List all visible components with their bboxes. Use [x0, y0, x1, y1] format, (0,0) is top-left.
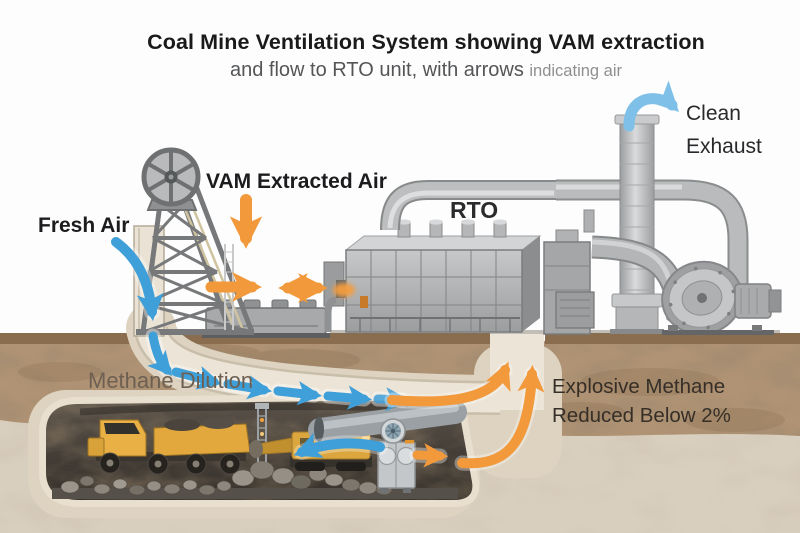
- mine-cavern: [39, 392, 480, 507]
- title-line2: and flow to RTO unit, with arrows indica…: [56, 59, 796, 82]
- clean-exhaust-label-line1: Clean: [686, 102, 741, 125]
- vam-extracted-air-label: VAM Extracted Air: [206, 170, 387, 193]
- sheave-wheel: [141, 147, 201, 207]
- headframe: [133, 147, 330, 338]
- stack-cap: [614, 114, 660, 125]
- fresh-air-arrow: [108, 234, 164, 321]
- rto-top-pipe: [380, 180, 556, 231]
- title-line2-main: and flow to RTO unit, with arrows: [229, 59, 524, 81]
- explosive-methane-label: Explosive Methane Reduced Below 2%: [552, 373, 731, 430]
- vam-extraction-arrows: [384, 361, 545, 471]
- id-fan-blower: [661, 260, 782, 336]
- rto-box-top: [344, 235, 542, 251]
- clean-exhaust-label-line2: Exhaust: [686, 134, 762, 158]
- title-line2-suffix: indicating air: [529, 62, 623, 80]
- explosive-methane-label-line2: Reduced Below 2%: [552, 403, 731, 427]
- cavern-floor: [52, 488, 458, 499]
- surface-strip-right: [545, 333, 800, 344]
- surface-strip-left: [0, 333, 490, 344]
- stack-flange: [611, 293, 663, 308]
- rto-unit: [323, 179, 780, 335]
- rto-box-side: [522, 236, 540, 332]
- extraction-fan: [377, 418, 416, 493]
- pipe-to-stack: [556, 179, 749, 288]
- rto-label: RTO: [450, 197, 499, 223]
- fresh-air-label: Fresh Air: [38, 214, 130, 237]
- title-line1: Coal Mine Ventilation System showing VAM…: [147, 30, 705, 54]
- diagram-title: Coal Mine Ventilation System showing VAM…: [56, 30, 796, 82]
- exhaust-stack: [610, 114, 664, 334]
- haul-truck: [87, 417, 251, 475]
- methane-dilution-label: Methane Dilution: [88, 368, 254, 393]
- cavern-ceiling: [79, 403, 433, 416]
- explosive-methane-label-line1: Explosive Methane: [552, 375, 726, 398]
- clean-exhaust-label: Clean Exhaust: [686, 98, 762, 163]
- vam-surface-arrows: [205, 194, 355, 303]
- fresh-air-cavern-arrow: [293, 432, 388, 460]
- clean-exhaust-arrow: [623, 80, 680, 132]
- rto-access-door: [360, 296, 368, 308]
- rto-outlet-duct: [543, 209, 595, 335]
- rto-walkway: [350, 317, 520, 332]
- fan-motor: [734, 283, 772, 319]
- rto-inlet-glow: [333, 283, 355, 297]
